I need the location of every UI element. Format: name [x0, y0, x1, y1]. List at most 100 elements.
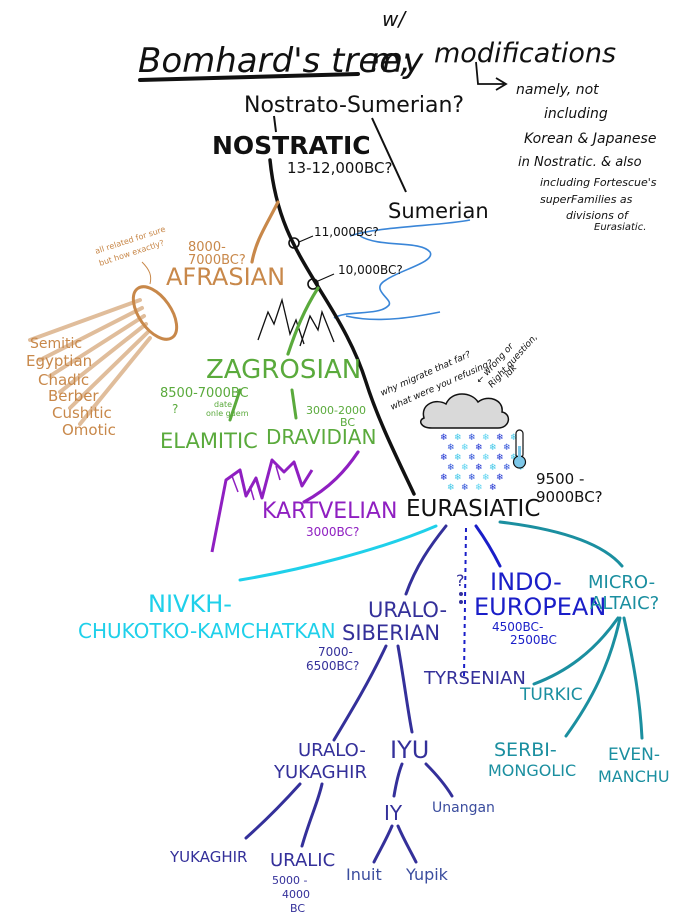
zagrosian-group: ZAGROSIAN 8500-7000BC ? date onle guem E… — [160, 286, 376, 453]
dravidian-date: 3000-2000 — [306, 404, 366, 417]
edge-indo-european — [474, 524, 502, 568]
node-even-manchu-1: EVEN- — [608, 745, 660, 765]
edge-yukaghir — [244, 782, 302, 840]
note-line-7: divisions of — [566, 209, 630, 222]
node-yukaghir: YUKAGHIR — [169, 848, 247, 866]
node-micro-altaic-1: MICRO- — [588, 572, 655, 593]
afrasian-group: AFRASIAN 8000- 7000BC? all related for s… — [26, 200, 285, 439]
zagrosian-note-1: date — [214, 400, 232, 409]
snowflake-icon: ❄ — [475, 443, 483, 453]
title: Bomhard's tree; w/ my modifications — [138, 7, 616, 91]
snowflake-icon: ❄ — [489, 443, 497, 453]
split-10000: 10,000BC? — [338, 263, 403, 277]
node-uralo-siberian-1: URALO- — [368, 598, 447, 622]
title-my: my — [370, 41, 424, 81]
node-uralic: URALIC — [270, 850, 335, 871]
note-line-3: Korean & Japanese — [524, 131, 656, 147]
side-note: namely, not including Korean & Japanese … — [516, 82, 657, 233]
afrasian-date-2: 7000BC? — [188, 253, 246, 268]
split-node-11000 — [288, 237, 300, 249]
ie-question: ? — [456, 571, 465, 590]
split-tick-10000 — [317, 273, 335, 282]
afrasian-child-berber: Berber — [48, 387, 99, 405]
snowflakes-icon: ❄❄❄❄❄❄❄❄❄❄❄❄❄❄❄❄❄❄❄❄❄❄❄❄❄❄❄❄❄❄❄❄❄ — [440, 433, 525, 493]
node-afrasian: AFRASIAN — [166, 263, 285, 291]
edge-micro-altaic — [498, 520, 624, 568]
afrasian-child-omotic: Omotic — [62, 421, 116, 439]
snowflake-icon: ❄ — [489, 483, 497, 493]
snowflake-icon: ❄ — [454, 473, 462, 483]
node-serbi-mongolic-1: SERBI- — [494, 739, 557, 761]
zagrosian-q: ? — [172, 402, 178, 416]
edge-uralo-yukaghir — [332, 644, 388, 742]
node-indo-european-2: EUROPEAN — [474, 593, 606, 621]
note-arrow — [475, 61, 508, 91]
dravidian-date-2: BC — [340, 416, 355, 429]
node-nivkh-2: CHUKOTKO-KAMCHATKAN — [78, 619, 336, 643]
edge-uralo-siberian — [404, 524, 448, 596]
note-line-4: in Nostratic. & also — [518, 155, 642, 170]
snowflake-icon: ❄ — [510, 433, 518, 443]
snowflake-icon: ❄ — [503, 443, 511, 453]
node-nostrato-sumerian: Nostrato-Sumerian? — [244, 93, 464, 118]
snowflake-icon: ❄ — [468, 473, 476, 483]
snowflake-icon: ❄ — [447, 483, 455, 493]
node-nostratic-date: 13-12,000BC? — [287, 159, 392, 177]
node-tyrsenian: TYRSENIAN — [423, 668, 526, 689]
afrasian-date-1: 8000- — [188, 240, 226, 255]
title-underline — [138, 72, 360, 82]
kartvelian-group: KARTVELIAN 3000BC? — [210, 450, 397, 553]
snowflake-icon: ❄ — [461, 443, 469, 453]
node-zagrosian: ZAGROSIAN — [206, 355, 361, 385]
kartvelian-date: 3000BC? — [306, 525, 359, 539]
snowflake-icon: ❄ — [461, 483, 469, 493]
snowflake-icon: ❄ — [447, 463, 455, 473]
edge-elamitic — [228, 388, 242, 422]
edge-ns-nostratic — [273, 115, 277, 133]
node-nostratic: NOSTRATIC — [212, 131, 371, 160]
snowflake-icon: ❄ — [468, 433, 476, 443]
edge-ns-sumerian — [371, 117, 407, 193]
snowflake-icon: ❄ — [440, 433, 448, 443]
sumerian-river — [333, 219, 471, 321]
edge-inuit — [372, 824, 394, 864]
ie-question-dot-1 — [459, 592, 463, 596]
snowflake-icon: ❄ — [503, 463, 511, 473]
node-uralo-siberian-2: SIBERIAN — [342, 621, 440, 645]
snowflake-icon: ❄ — [461, 463, 469, 473]
snowflake-icon: ❄ — [475, 483, 483, 493]
zagrosian-date: 8500-7000BC — [160, 386, 249, 401]
split-11000: 11,000BC? — [314, 225, 379, 239]
note-line-6: superFamilies as — [540, 193, 633, 206]
title-modifications: modifications — [434, 38, 616, 69]
edge-turkic — [532, 616, 620, 686]
node-indo-european-1: INDO- — [490, 568, 562, 596]
node-even-manchu-2: MANCHU — [598, 767, 670, 786]
eurasiatic-date-1: 9500 - — [536, 470, 584, 488]
ice-age-drawing: ❄❄❄❄❄❄❄❄❄❄❄❄❄❄❄❄❄❄❄❄❄❄❄❄❄❄❄❄❄❄❄❄❄ — [419, 393, 527, 493]
afrasian-fan-rays — [28, 298, 152, 426]
uralo-siberian-date-2: 6500BC? — [306, 659, 359, 673]
edge-kartvelian — [302, 450, 360, 504]
node-iyu: IYU — [390, 736, 429, 764]
afrasian-child-semitic: Semitic — [30, 336, 82, 352]
edge-uralic — [300, 782, 324, 848]
indo-european-date-2: 2500BC — [510, 633, 557, 647]
title-wslash: w/ — [382, 7, 407, 31]
node-yupik: Yupik — [405, 865, 449, 884]
node-elamitic: ELAMITIC — [160, 429, 258, 453]
node-kartvelian: KARTVELIAN — [262, 499, 397, 524]
note-line-1: namely, not — [516, 82, 599, 98]
afrasian-child-chadic: Chadic — [38, 371, 89, 389]
uralic-date-2: 4000 — [282, 888, 310, 901]
edge-iyu — [396, 644, 414, 734]
edge-afrasian — [250, 200, 280, 264]
snowflake-icon: ❄ — [496, 473, 504, 483]
snowflake-icon: ❄ — [482, 453, 490, 463]
snowflake-icon: ❄ — [496, 453, 504, 463]
node-micro-altaic-2: ALTAIC? — [590, 593, 659, 614]
snowflake-icon: ❄ — [482, 473, 490, 483]
split-tick-11000 — [298, 235, 314, 243]
